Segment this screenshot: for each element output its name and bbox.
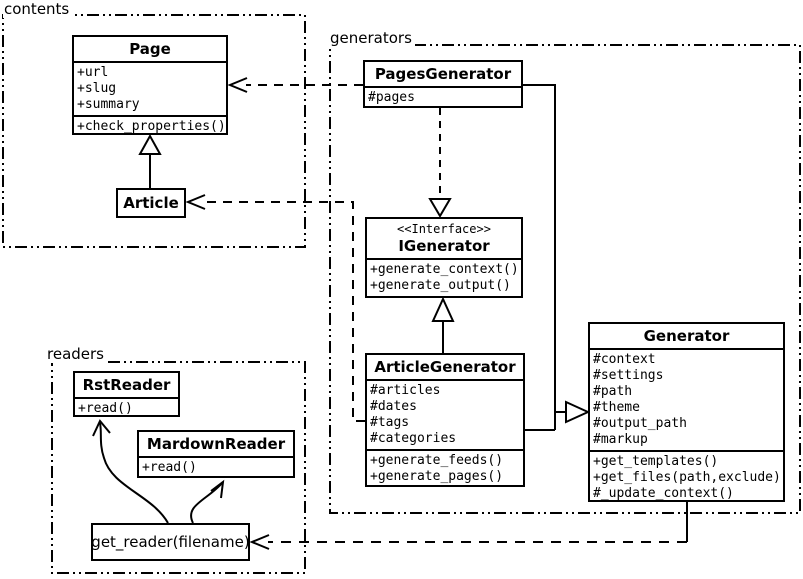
class-title-page: Page	[129, 40, 171, 58]
generators-package-border	[329, 44, 801, 514]
function-node-label: get_reader(filename)	[91, 533, 250, 551]
contents-package-border	[2, 14, 306, 248]
class-title-article: Article	[123, 193, 179, 212]
class-box-rstreader: RstReader +read()	[73, 371, 180, 417]
dependency-pagesgenerator-page-arrowhead	[227, 77, 248, 93]
generators-package-label: generators	[329, 29, 415, 47]
attribute-row: #dates	[370, 399, 417, 414]
class-methods-mardownreader: +read()	[139, 456, 293, 476]
method-row: +get_files(path,exclude)	[593, 470, 781, 485]
method-row: +generate_pages()	[370, 469, 504, 484]
class-box-generator: Generator #context #settings #path #them…	[588, 322, 785, 502]
class-title-generator: Generator	[643, 327, 730, 345]
arrow-getreader-mardownreader-curve	[190, 481, 224, 524]
attribute-row: #tags	[370, 415, 410, 430]
method-row: +read()	[78, 401, 133, 416]
class-title-pagesgenerator: PagesGenerator	[374, 65, 512, 83]
class-box-articlegenerator: ArticleGenerator #articles #dates #tags …	[365, 353, 525, 487]
inheritance-articlegenerator-igenerator-triangle	[431, 296, 455, 322]
method-row: +get_templates()	[593, 454, 719, 469]
arrow-getreader-mardownreader-arrowhead	[210, 479, 225, 499]
readers-package-label: readers	[46, 345, 107, 363]
inheritance-pagesgenerator-generator-line	[523, 84, 556, 430]
attribute-row: #theme	[593, 400, 640, 415]
method-row: +generate_feeds()	[370, 453, 504, 468]
class-attributes-pagesgenerator: #pages	[365, 86, 521, 106]
realization-pagesgenerator-igenerator-triangle	[428, 198, 452, 218]
dependency-generator-getreader-arrowhead	[249, 534, 270, 550]
class-attributes-articlegenerator: #articles #dates #tags #categories	[367, 379, 523, 449]
dependency-articlegenerator-article-arrowhead	[185, 194, 206, 210]
attribute-row: #path	[593, 384, 633, 399]
class-box-igenerator: <<Interface>> IGenerator +generate_conte…	[365, 217, 523, 298]
class-box-mardownreader: MardownReader +read()	[137, 430, 295, 478]
class-stereotype-igenerator: <<Interface>>	[397, 222, 491, 236]
dependency-articlegenerator-article-line	[204, 201, 365, 422]
attribute-row: #context	[593, 352, 656, 367]
attribute-row: #pages	[368, 90, 415, 105]
arrow-getreader-rstreader-arrowhead	[92, 419, 111, 437]
attribute-row: +summary	[77, 97, 140, 112]
class-box-article: Article	[116, 188, 186, 218]
method-row: +read()	[142, 460, 197, 475]
class-methods-generator: +get_templates() +get_files(path,exclude…	[590, 450, 783, 501]
attribute-row: #categories	[370, 431, 457, 446]
class-box-pagesgenerator: PagesGenerator #pages	[363, 60, 523, 108]
class-methods-articlegenerator: +generate_feeds() +generate_pages()	[367, 449, 523, 485]
class-title-rstreader: RstReader	[82, 376, 171, 394]
attribute-row: #settings	[593, 368, 664, 383]
inheritance-article-page-triangle	[138, 133, 162, 155]
attribute-row: #output_path	[593, 416, 687, 431]
class-box-page: Page +url +slug +summary +check_properti…	[72, 35, 228, 135]
attribute-row: #markup	[593, 432, 648, 447]
method-row: +generate_context()	[370, 262, 519, 277]
method-row: +generate_output()	[370, 278, 511, 293]
class-attributes-page: +url +slug +summary	[74, 61, 226, 115]
attribute-row: +url	[77, 65, 109, 80]
arrow-getreader-rstreader-curve	[99, 422, 169, 524]
inheritance-generator-triangle	[565, 400, 591, 424]
class-attributes-generator: #context #settings #path #theme #output_…	[590, 348, 783, 450]
attribute-row: +slug	[77, 81, 117, 96]
class-title-mardownreader: MardownReader	[146, 435, 286, 453]
function-node-get-reader: get_reader(filename)	[91, 523, 250, 561]
class-title-articlegenerator: ArticleGenerator	[374, 358, 516, 376]
class-methods-page: +check_properties()	[74, 115, 226, 134]
attribute-row: #articles	[370, 383, 441, 398]
class-title-igenerator: IGenerator	[398, 237, 490, 255]
contents-package-label: contents	[3, 0, 73, 18]
class-methods-igenerator: +generate_context() +generate_output()	[367, 258, 521, 296]
readers-package-border	[51, 361, 306, 574]
method-row: #_update_context()	[593, 486, 734, 501]
class-header-igenerator: <<Interface>> IGenerator	[367, 219, 521, 258]
class-methods-rstreader: +read()	[75, 397, 178, 416]
method-row: +check_properties()	[77, 119, 226, 134]
